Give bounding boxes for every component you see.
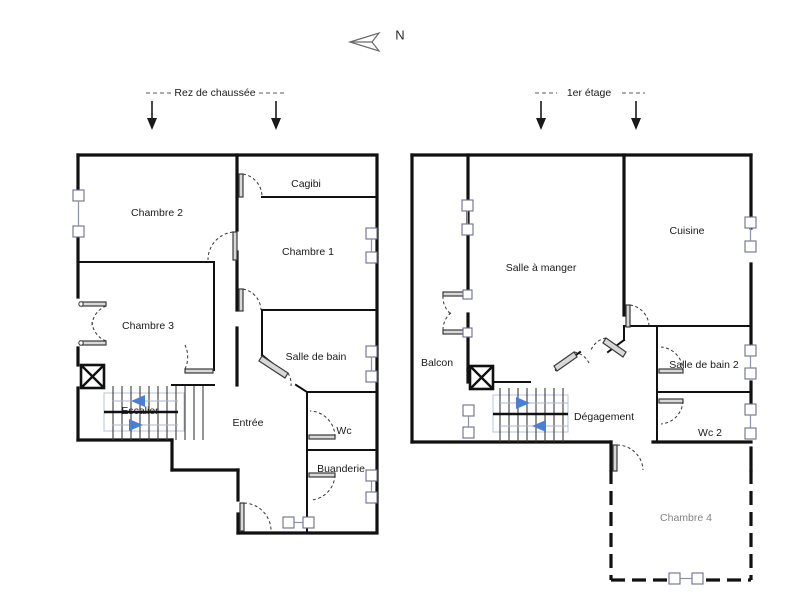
- window-symbol: [72, 189, 85, 238]
- door-swing-symbol: [207, 231, 238, 261]
- north-label: N: [395, 27, 404, 42]
- door-swing-symbol: [612, 444, 644, 472]
- door-swing-symbol: [308, 410, 336, 440]
- ff-room-labels: Salle à manger Cuisine Balcon Dégagement…: [421, 225, 739, 524]
- door-swing-symbol: [238, 173, 263, 198]
- door-swing-symbol: [78, 301, 107, 346]
- door-swing-symbol: [553, 337, 627, 372]
- door-swing-symbol: [308, 472, 336, 501]
- north-arrow-icon: [347, 31, 381, 53]
- window-symbol: [365, 469, 378, 504]
- room-label-wc: Wc: [336, 425, 351, 437]
- structural-column: [468, 364, 495, 391]
- window-symbol: [744, 216, 757, 253]
- window-symbol: [365, 345, 378, 383]
- first-floor-title: 1er étage: [567, 87, 612, 99]
- door-swing-symbol: [184, 344, 214, 374]
- ff-doors: [442, 289, 684, 472]
- first-floor-plan: Salle à manger Cuisine Balcon Dégagement…: [410, 153, 757, 585]
- gf-windows: [72, 189, 378, 529]
- room-label-salle-de-bain: Salle de bain: [286, 351, 347, 363]
- room-label-wc-2: Wc 2: [698, 427, 722, 439]
- room-label-chambre-3: Chambre 3: [122, 320, 174, 332]
- stair-direction-arrow: [129, 395, 145, 431]
- room-label-entree: Entrée: [233, 417, 264, 429]
- door-swing-symbol: [658, 346, 684, 374]
- door-swing-symbol: [238, 288, 262, 312]
- ff-staircase: [492, 388, 569, 442]
- window-symbol: [462, 404, 475, 439]
- room-label-cuisine: Cuisine: [669, 225, 704, 237]
- first-floor-title-group: 1er étage: [535, 87, 645, 130]
- ground-floor-title: Rez de chaussée: [174, 87, 255, 99]
- gf-doors: [78, 173, 336, 533]
- room-label-salle-de-bain-2: Salle de bain 2: [669, 359, 739, 371]
- door-swing-symbol: [258, 355, 292, 387]
- ground-floor-title-group: Rez de chaussée: [146, 87, 285, 130]
- room-label-chambre-1: Chambre 1: [282, 246, 334, 258]
- gf-outer-walls: [76, 153, 379, 535]
- room-label-cagibi: Cagibi: [291, 178, 321, 190]
- room-label-escalier: Escalier: [121, 405, 159, 417]
- door-swing-symbol: [239, 502, 272, 533]
- room-label-degagement: Dégagement: [574, 411, 634, 423]
- north-indicator: N: [347, 27, 405, 53]
- structural-column: [79, 363, 106, 390]
- room-label-buanderie: Buanderie: [317, 463, 365, 475]
- ff-windows: [461, 199, 757, 585]
- window-symbol: [744, 403, 757, 440]
- window-symbol: [365, 227, 378, 264]
- window-symbol: [282, 516, 315, 529]
- gf-staircase: [103, 386, 204, 440]
- door-swing-symbol: [625, 304, 650, 328]
- ground-floor-plan: Chambre 2 Chambre 3 Escalier Cagibi Cham…: [72, 153, 379, 535]
- window-symbol: [744, 344, 757, 380]
- window-symbol: [668, 572, 704, 585]
- stair-direction-arrow: [516, 397, 546, 432]
- room-label-balcon: Balcon: [421, 357, 453, 369]
- door-swing-symbol: [658, 398, 684, 425]
- room-label-chambre-4: Chambre 4: [660, 512, 712, 524]
- window-symbol: [461, 199, 474, 236]
- gf-room-labels: Chambre 2 Chambre 3 Escalier Cagibi Cham…: [121, 178, 365, 475]
- room-label-chambre-2: Chambre 2: [131, 207, 183, 219]
- door-swing-symbol: [442, 289, 473, 338]
- room-label-salle-a-manger: Salle à manger: [506, 262, 577, 274]
